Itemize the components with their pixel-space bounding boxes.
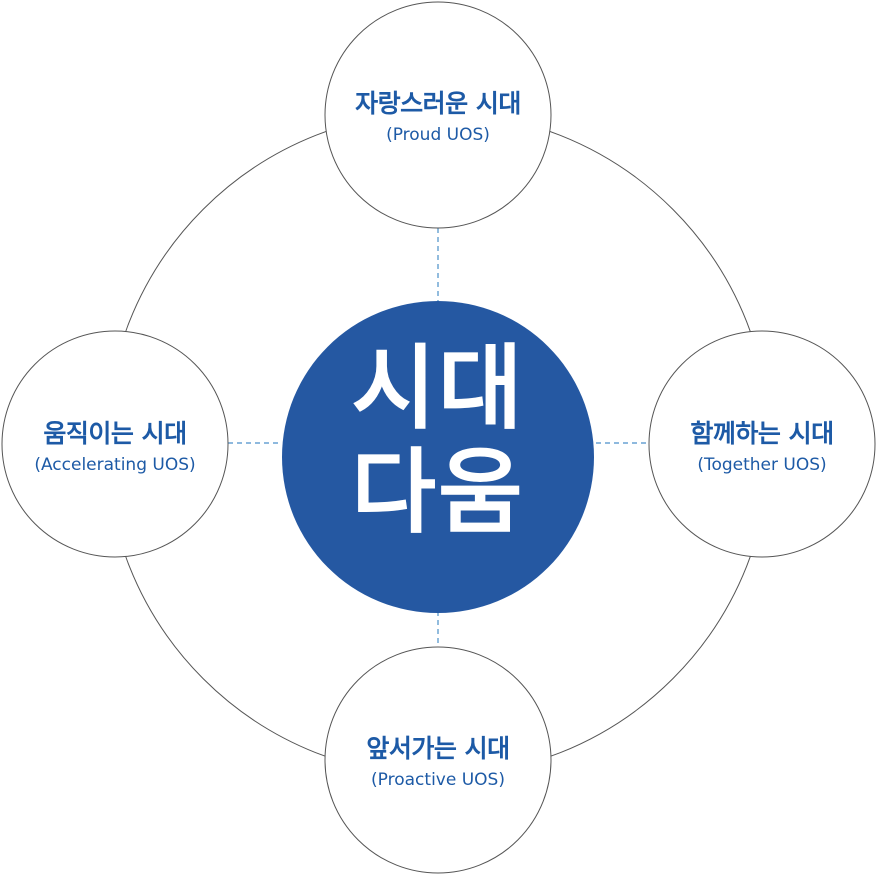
center-title-line1: 시대 <box>351 335 525 442</box>
center-circle <box>282 301 594 613</box>
node-top: 자랑스러운 시대 (Proud UOS) <box>318 88 558 148</box>
node-left-title: 움직이는 시대 <box>43 419 187 448</box>
node-bottom-title: 앞서가는 시대 <box>366 734 510 763</box>
node-top-subtitle: (Proud UOS) <box>386 125 490 145</box>
node-bottom: 앞서가는 시대 (Proactive UOS) <box>318 733 558 793</box>
node-top-title: 자랑스러운 시대 <box>355 89 521 118</box>
node-bottom-subtitle: (Proactive UOS) <box>371 770 505 790</box>
node-circle-right <box>648 330 876 558</box>
node-left-subtitle: (Accelerating UOS) <box>34 455 196 475</box>
node-right-subtitle: (Together UOS) <box>697 455 827 475</box>
node-circle-left <box>1 330 229 558</box>
node-circle-bottom <box>324 646 552 874</box>
center-label: 시대 다움 <box>318 337 558 545</box>
node-right: 함께하는 시대 (Together UOS) <box>642 418 876 478</box>
node-right-title: 함께하는 시대 <box>690 419 834 448</box>
center-title-line2: 다움 <box>351 439 525 546</box>
node-left: 움직이는 시대 (Accelerating UOS) <box>0 418 235 478</box>
node-circle-top <box>324 1 552 229</box>
